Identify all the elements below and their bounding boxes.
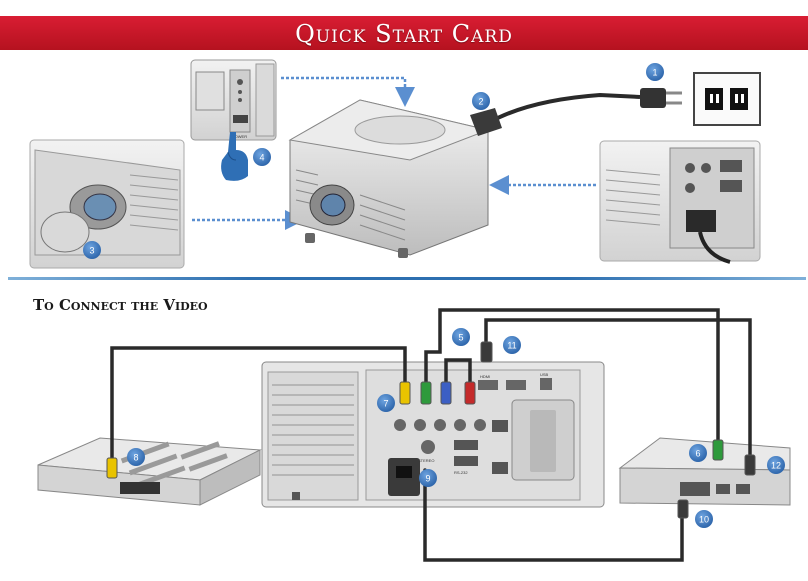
svg-text:7: 7 <box>383 399 388 409</box>
callout-12: 12 <box>767 456 785 474</box>
callout-7: 7 <box>377 394 395 412</box>
callout-2: 2 <box>472 92 490 110</box>
video-cables <box>110 308 752 562</box>
rs232-label: RS-232 <box>454 470 468 475</box>
callout-8: 8 <box>127 448 145 466</box>
svg-text:12: 12 <box>771 461 781 471</box>
hdmi-label: HDMI <box>480 374 490 379</box>
svg-text:8: 8 <box>133 453 138 463</box>
callout-9: 9 <box>419 469 437 487</box>
callout-6: 6 <box>689 444 707 462</box>
projector-icon <box>288 99 490 258</box>
flow-arrow-keypad <box>281 76 415 107</box>
lens-cap-icon <box>40 211 90 253</box>
rear-panel-closeup <box>599 140 761 264</box>
svg-text:3: 3 <box>89 246 94 256</box>
wall-outlet-icon <box>693 72 761 126</box>
callout-3: 3 <box>83 241 101 259</box>
power-cord <box>470 88 682 136</box>
power-label: POWER <box>232 134 247 139</box>
video-section-title: To Connect the Video <box>33 296 208 314</box>
title-banner <box>0 16 808 50</box>
callout-10: 10 <box>695 510 713 528</box>
stereo-label: STEREO <box>418 458 434 463</box>
svg-text:5: 5 <box>458 333 463 343</box>
section-divider <box>8 277 806 280</box>
svg-text:2: 2 <box>478 97 483 107</box>
callout-5: 5 <box>452 328 470 346</box>
svg-text:11: 11 <box>507 341 516 351</box>
dvd-player-icon <box>37 437 262 506</box>
svg-text:9: 9 <box>425 474 430 484</box>
control-panel-closeup: POWER <box>190 59 277 141</box>
projector-rear-panel: HDMI USB STEREO RS-232 <box>261 361 605 508</box>
svg-text:1: 1 <box>652 68 657 78</box>
power-plug-icon <box>640 88 666 108</box>
callout-11: 11 <box>503 336 521 354</box>
callout-1: 1 <box>646 63 664 81</box>
svg-text:4: 4 <box>259 153 264 163</box>
usb-label: USB <box>540 372 549 377</box>
callout-4: 4 <box>253 148 271 166</box>
page-title: Quick Start Card <box>295 20 513 48</box>
svg-text:10: 10 <box>699 515 709 525</box>
rca-connectors <box>106 341 756 519</box>
hand-pointer-icon <box>221 132 248 181</box>
svg-text:6: 6 <box>695 449 700 459</box>
lens-cap-closeup <box>29 139 185 269</box>
